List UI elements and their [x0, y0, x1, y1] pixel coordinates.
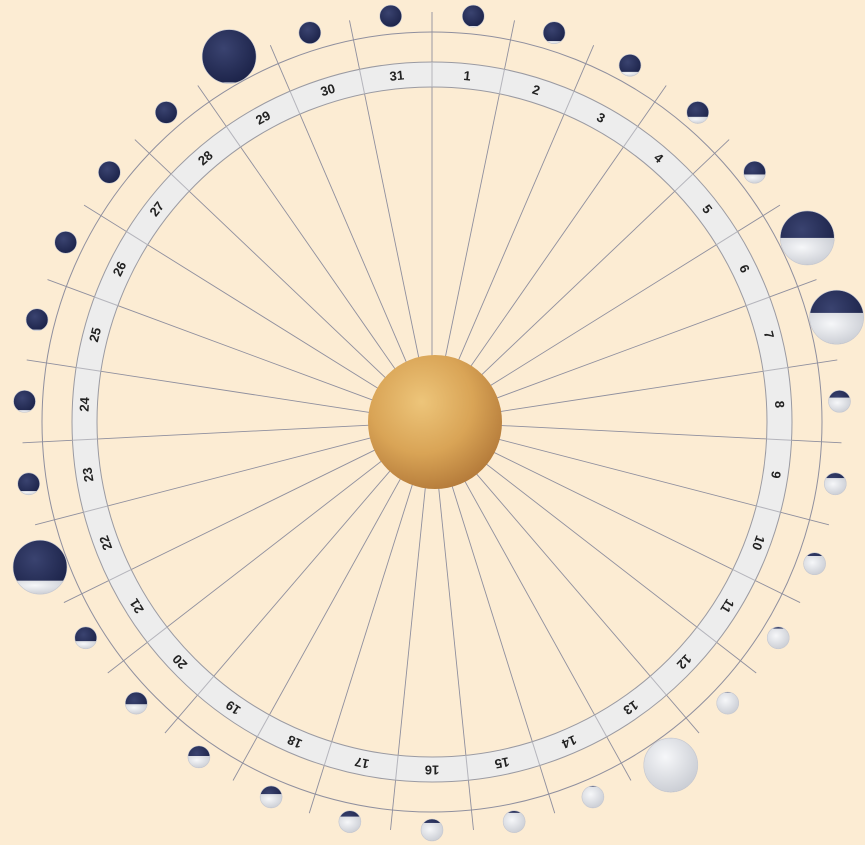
day-label: 13 — [621, 697, 641, 718]
day-divider — [359, 69, 366, 94]
moon-phase-icon — [154, 101, 178, 124]
moon-phase-icon — [803, 552, 826, 576]
day-divider — [763, 366, 788, 372]
day-divider — [256, 714, 270, 738]
moon-phase-icon — [618, 53, 642, 77]
day-label: 22 — [96, 533, 115, 552]
moon-phase-icon — [823, 472, 847, 496]
moon-phase-icon — [201, 29, 257, 84]
outer-guide-circle — [41, 31, 823, 813]
moon-phase-icon — [542, 21, 566, 45]
day-divider — [225, 126, 242, 148]
moon-phase-icon — [420, 818, 444, 842]
day-label: 8 — [772, 400, 787, 408]
day-label: 11 — [717, 596, 737, 616]
day-label: 14 — [559, 732, 579, 752]
moon-phase-icon — [74, 626, 98, 650]
day-divider — [72, 438, 98, 441]
day-label: 23 — [79, 466, 96, 483]
day-label: 29 — [253, 108, 273, 128]
day-label: 1 — [463, 68, 472, 84]
day-label: 15 — [493, 754, 510, 772]
day-label: 18 — [285, 732, 304, 751]
sun-icon — [368, 355, 502, 489]
day-ring — [71, 61, 793, 783]
day-divider — [147, 626, 168, 643]
day-divider — [716, 231, 738, 246]
moon-phase-icon — [809, 289, 864, 345]
day-divider — [94, 296, 119, 307]
day-label: 9 — [768, 470, 784, 479]
moon-phase-icon — [502, 810, 526, 833]
moon-phase-icon — [338, 810, 362, 833]
day-divider — [756, 505, 781, 513]
day-divider — [696, 626, 717, 643]
moon-phase-icon — [298, 21, 322, 45]
moon-phase-icon — [379, 4, 403, 28]
day-divider — [197, 675, 215, 696]
day-divider — [732, 569, 756, 581]
day-label: 2 — [531, 82, 542, 98]
moon-phase-icon — [686, 101, 710, 124]
moon-phase-icon — [716, 691, 740, 715]
moon-phase-icon — [743, 160, 766, 184]
day-divider — [622, 126, 639, 148]
moon-phase-icon — [124, 691, 148, 715]
day-divider — [395, 755, 399, 781]
day-divider — [323, 741, 333, 766]
moon-phase-icon — [187, 745, 211, 769]
day-divider — [563, 90, 575, 115]
day-divider — [465, 755, 469, 781]
day-divider — [126, 231, 148, 246]
day-divider — [170, 173, 190, 192]
moon-phase-icon — [259, 785, 283, 809]
day-label: 17 — [353, 754, 370, 772]
day-divider — [498, 69, 505, 94]
moon-phases — [12, 4, 864, 842]
moon-phase-icon — [643, 737, 699, 793]
day-divider — [766, 438, 792, 441]
moon-phase-icon — [779, 210, 835, 266]
moon-phase-icon — [54, 231, 77, 254]
day-label: 16 — [425, 763, 439, 778]
day-label: 24 — [77, 396, 93, 412]
day-dividers — [72, 62, 792, 781]
moon-phase-icon — [12, 539, 68, 595]
day-divider — [594, 714, 608, 738]
moon-phase-icon — [13, 390, 36, 413]
day-label: 26 — [110, 259, 130, 279]
day-label: 19 — [223, 697, 243, 718]
moon-phase-icon — [766, 626, 790, 650]
moon-phase-icon — [461, 4, 485, 28]
day-label: 30 — [319, 81, 337, 100]
moon-phase-icon — [828, 390, 851, 413]
day-divider — [108, 569, 132, 581]
moon-phase-icon — [17, 472, 41, 496]
day-divider — [76, 366, 101, 372]
day-divider — [649, 675, 667, 696]
day-divider — [745, 296, 770, 307]
day-divider — [531, 741, 541, 766]
day-divider — [289, 90, 301, 115]
day-divider — [674, 173, 694, 192]
day-label: 21 — [126, 596, 146, 616]
moon-phase-icon — [25, 308, 49, 332]
moon-phase-icon — [98, 160, 121, 184]
day-label: 10 — [749, 533, 768, 552]
day-label: 31 — [389, 68, 405, 84]
day-label: 7 — [761, 329, 777, 340]
day-divider — [83, 505, 108, 513]
moon-phase-icon — [581, 785, 605, 809]
day-label: 25 — [86, 326, 104, 344]
